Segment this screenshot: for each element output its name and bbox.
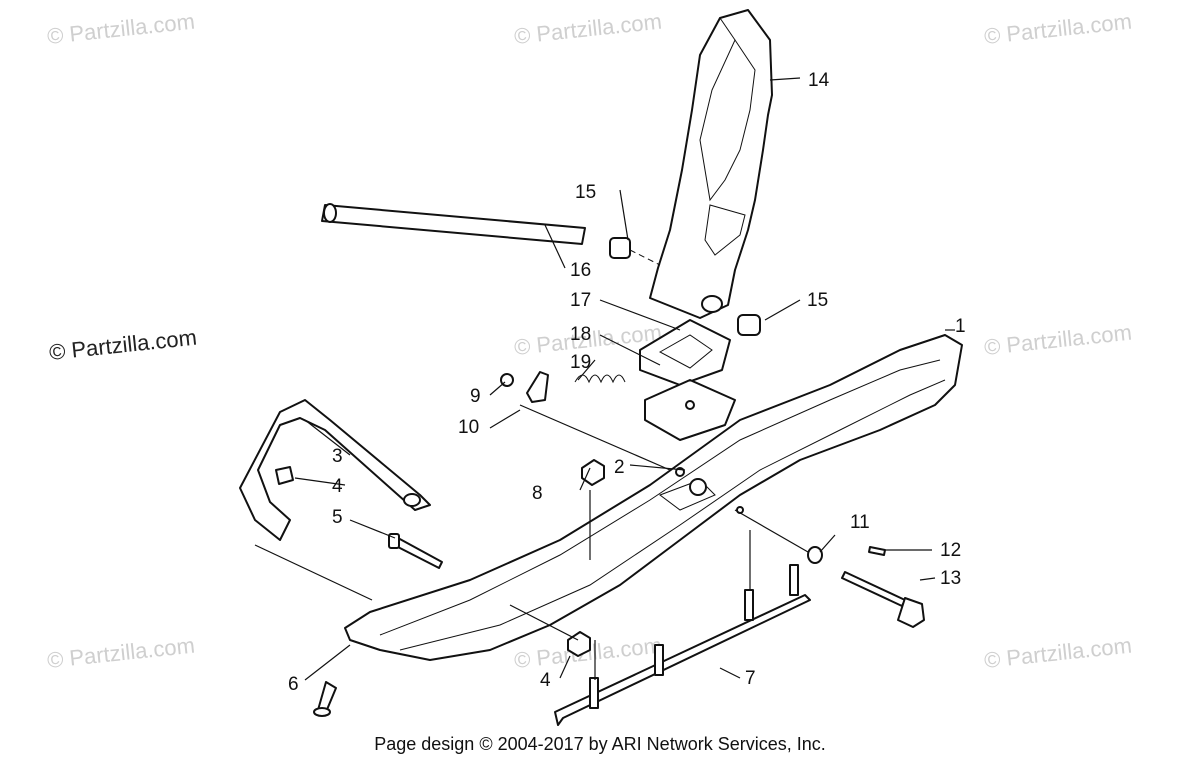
- callout-4: 4: [332, 476, 343, 497]
- footer-copyright: Page design © 2004-2017 by ARI Network S…: [374, 734, 826, 754]
- ski-part: [344, 334, 963, 661]
- watermark-text: © Partzilla.com: [513, 9, 663, 49]
- watermark-text: © Partzilla.com: [983, 9, 1133, 49]
- hardware-part: [807, 546, 925, 628]
- callout-15-lower: 15: [807, 290, 828, 311]
- callout-19: 19: [570, 352, 591, 373]
- callout-7: 7: [745, 668, 756, 689]
- pivot-pin-part: [321, 203, 661, 266]
- nut-lower-part: [567, 631, 591, 657]
- callout-14: 14: [808, 70, 830, 91]
- spring-part: [574, 374, 626, 384]
- spindle-part: [649, 9, 773, 319]
- callout-1: 1: [955, 316, 966, 337]
- watermark-dark-text: © Partzilla.com: [48, 325, 198, 365]
- callout-17: 17: [570, 290, 591, 311]
- callout-2: 2: [614, 457, 625, 478]
- callout-4-lower: 4: [540, 670, 551, 691]
- nut-part: [581, 459, 605, 486]
- callout-12: 12: [940, 540, 961, 561]
- spindle-block-part: [639, 319, 736, 441]
- callout-11: 11: [850, 512, 870, 533]
- leader-lines: [254, 77, 955, 681]
- callout-9: 9: [470, 386, 481, 407]
- ski-loop-part: [239, 399, 431, 541]
- callout-labels: 1 2 3 4 5 6 7 8 9 10 11 12 13 14 15 15 1…: [288, 70, 966, 695]
- callout-6: 6: [288, 674, 299, 695]
- bushing-part: [737, 314, 761, 336]
- callout-18: 18: [570, 324, 591, 345]
- bracket-part: [500, 371, 549, 403]
- watermark-text: © Partzilla.com: [46, 633, 196, 673]
- callout-16: 16: [570, 260, 591, 281]
- callout-3: 3: [332, 446, 343, 467]
- wear-bar-part: [554, 564, 811, 726]
- callout-5: 5: [332, 507, 343, 528]
- callout-8: 8: [532, 483, 543, 504]
- bolt-part: [388, 533, 443, 569]
- watermark-text: © Partzilla.com: [983, 320, 1133, 360]
- callout-10: 10: [458, 417, 479, 438]
- callout-15-upper: 15: [575, 182, 596, 203]
- watermark-text: © Partzilla.com: [46, 9, 196, 49]
- callout-13: 13: [940, 568, 961, 589]
- screw-part: [313, 681, 337, 717]
- watermark-text: © Partzilla.com: [983, 633, 1133, 673]
